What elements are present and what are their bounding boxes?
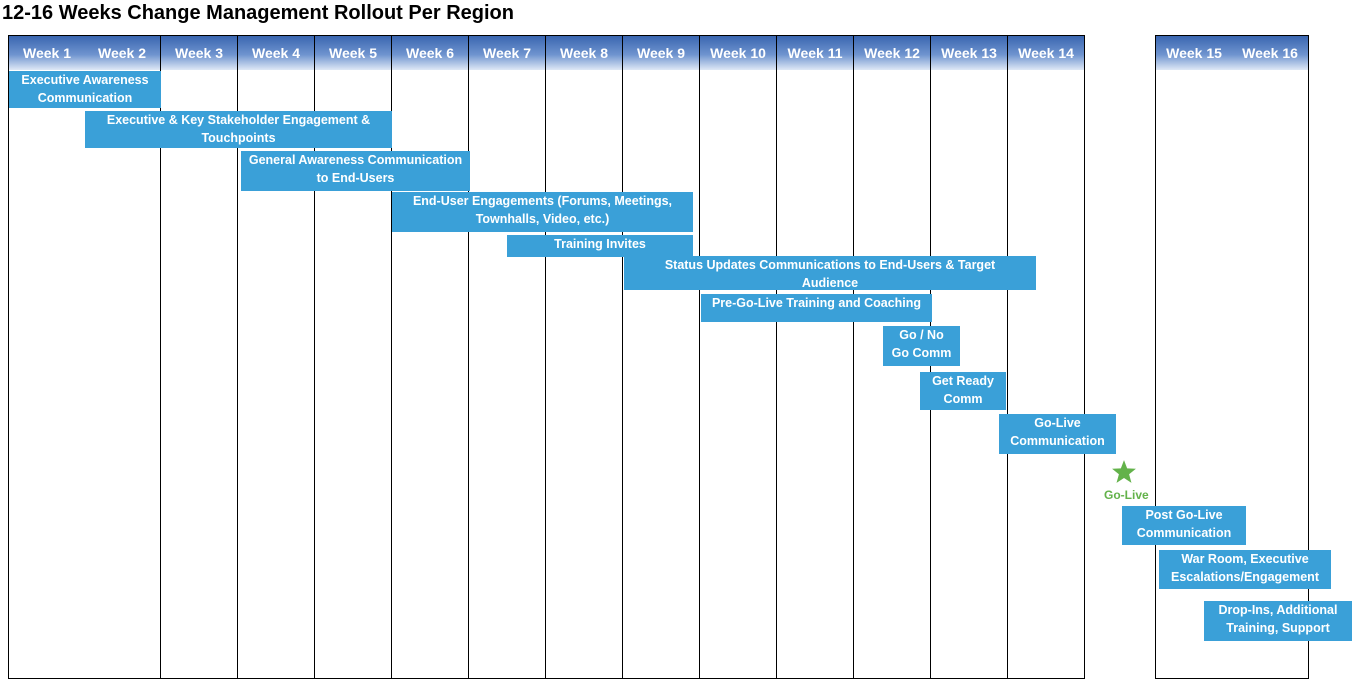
week-header-11: Week 11 [777,36,853,70]
task-bar-8: Go / No Go Comm [883,326,960,366]
task-label-13: Drop-Ins, Additional Training, Support [1218,603,1338,635]
task-bar-9: Get Ready Comm [920,372,1006,410]
task-bar-11: Post Go-Live Communication [1122,506,1246,545]
task-label-3: General Awareness Communication to End-U… [248,153,463,185]
page-title: 12-16 Weeks Change Management Rollout Pe… [2,2,514,24]
task-label-12: War Room, Executive Escalations/Engageme… [1171,552,1319,584]
week-header-2: Week 2 [84,36,160,70]
week-header-16: Week 16 [1232,36,1308,70]
week-column-14: Week 14 [1008,35,1085,679]
task-label-6: Status Updates Communications to End-Use… [664,258,996,290]
task-bar-6: Status Updates Communications to End-Use… [624,256,1036,290]
task-label-9: Get Ready Comm [932,374,994,406]
week-header-1: Week 1 [9,36,85,70]
week-header-4: Week 4 [238,36,314,70]
task-bar-5: Training Invites [507,235,693,257]
task-label-7: Pre-Go-Live Training and Coaching [711,296,922,310]
week-header-13: Week 13 [931,36,1007,70]
week-header-10: Week 10 [700,36,776,70]
task-label-5: Training Invites [554,237,646,251]
week-column-8: Week 8 [546,35,623,679]
week-column-10: Week 10 [700,35,777,679]
milestone-label: Go-Live [1104,488,1149,502]
week-header-5: Week 5 [315,36,391,70]
task-bar-4: End-User Engagements (Forums, Meetings, … [392,192,693,232]
week-column-6: Week 6 [392,35,469,679]
star-icon [1112,460,1136,483]
task-label-4: End-User Engagements (Forums, Meetings, … [412,194,673,226]
task-label-1: Executive Awareness Communication [21,73,149,105]
week-header-7: Week 7 [469,36,545,70]
task-bar-1: Executive Awareness Communication [9,71,161,108]
week-header-8: Week 8 [546,36,622,70]
task-bar-10: Go-Live Communication [999,414,1116,454]
week-header-15: Week 15 [1156,36,1232,70]
week-column-9: Week 9 [623,35,700,679]
week-column-7: Week 7 [469,35,546,679]
week-column-1: Week 1 [8,35,86,679]
week-header-6: Week 6 [392,36,468,70]
week-header-9: Week 9 [623,36,699,70]
task-label-11: Post Go-Live Communication [1136,508,1232,540]
task-label-2: Executive & Key Stakeholder Engagement &… [106,113,371,145]
task-bar-12: War Room, Executive Escalations/Engageme… [1159,550,1331,589]
task-bar-2: Executive & Key Stakeholder Engagement &… [85,111,392,148]
week-header-12: Week 12 [854,36,930,70]
week-header-14: Week 14 [1008,36,1084,70]
task-bar-7: Pre-Go-Live Training and Coaching [701,294,932,322]
task-bar-13: Drop-Ins, Additional Training, Support [1204,601,1352,641]
task-label-10: Go-Live Communication [1010,416,1105,448]
week-header-3: Week 3 [161,36,237,70]
task-bar-3: General Awareness Communication to End-U… [241,151,470,191]
task-label-8: Go / No Go Comm [891,328,952,360]
week-column-11: Week 11 [777,35,854,679]
